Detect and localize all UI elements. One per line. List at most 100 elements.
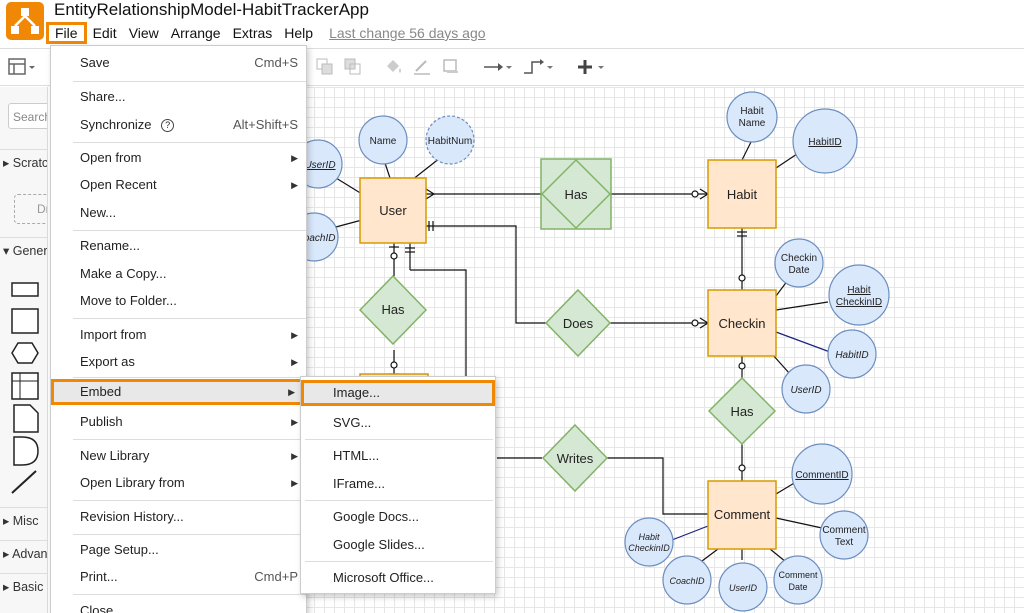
menu-item-rename[interactable]: Rename... (80, 238, 140, 253)
insert-plus-icon[interactable] (576, 58, 608, 76)
menu-item-print[interactable]: Print...Cmd+P (80, 569, 298, 584)
text-checkin-date-1: Checkin (781, 253, 817, 264)
menu-file[interactable]: File (46, 22, 87, 44)
label-has-3: Has (730, 404, 754, 419)
entity-habit[interactable] (707, 159, 777, 229)
attr-name[interactable] (358, 115, 408, 165)
text-habitnum: HabitNum (428, 136, 472, 147)
attr-checkin-habitid[interactable] (827, 329, 877, 379)
text-checkin-date-2: Date (788, 265, 810, 276)
connection-arrow-icon[interactable] (482, 58, 512, 76)
attr-comment-coachid[interactable] (662, 555, 712, 605)
text-comment-hc-2: CheckinID (628, 543, 670, 553)
text-commentid: CommentID (795, 470, 848, 481)
menu-separator (305, 500, 493, 501)
section-misc[interactable]: ▸ Misc (0, 507, 47, 535)
waypoints-icon[interactable] (522, 58, 554, 76)
relation-has-1[interactable] (540, 158, 612, 230)
menu-item-synchronize[interactable]: Synchronize ? Alt+Shift+S (80, 117, 298, 133)
menu-item-share[interactable]: Share... (80, 89, 126, 104)
menu-separator (73, 142, 306, 143)
attr-comment-userid[interactable] (718, 562, 768, 612)
menu-item-new[interactable]: New... (80, 205, 117, 220)
drawio-logo[interactable] (6, 2, 44, 40)
menu-item-close[interactable]: Close (80, 603, 114, 613)
attr-checkin-date[interactable] (774, 238, 824, 288)
attr-habitnum[interactable] (425, 115, 475, 165)
section-general[interactable]: ▾ General (0, 237, 47, 265)
last-change-link[interactable]: Last change 56 days ago (329, 25, 486, 41)
attr-coachid[interactable] (304, 212, 339, 262)
menu-item-open-library[interactable]: Open Library from▶ (51, 470, 306, 496)
label-comment: Comment (714, 507, 771, 522)
menu-view[interactable]: View (128, 25, 159, 41)
submenu-arrow-icon: ▶ (291, 180, 298, 190)
text-habitid: HabitID (808, 137, 841, 148)
section-basic[interactable]: ▸ Basic (0, 573, 47, 601)
attr-habit-name[interactable] (726, 91, 778, 143)
relation-has-2[interactable] (358, 274, 428, 346)
text-comment-hc-1: Habit (638, 532, 660, 542)
to-front-icon[interactable] (316, 58, 334, 76)
embed-google-docs[interactable]: Google Docs... (333, 509, 419, 524)
general-shapes[interactable] (8, 277, 48, 497)
attr-commentid[interactable] (791, 443, 853, 505)
line-color-icon[interactable] (412, 58, 432, 76)
embed-image[interactable]: Image... (301, 380, 495, 406)
entity-checkin[interactable] (707, 289, 777, 357)
format-panel-icon[interactable] (8, 58, 36, 76)
section-advanced[interactable]: ▸ Advanced (0, 540, 47, 568)
menu-extras[interactable]: Extras (232, 25, 273, 41)
attr-habit-checkinid[interactable] (828, 264, 890, 326)
embed-submenu: Image... SVG... HTML... IFrame... Google… (300, 376, 496, 594)
entity-user[interactable] (359, 177, 427, 244)
menu-item-open-recent[interactable]: Open Recent▶ (51, 172, 306, 198)
menu-item-export-as[interactable]: Export as▶ (51, 349, 306, 375)
fill-color-icon[interactable] (384, 58, 404, 76)
relation-does[interactable] (544, 288, 612, 358)
label-user: User (379, 203, 407, 218)
menu-item-revision-history[interactable]: Revision History... (80, 509, 184, 524)
attr-comment-habitcheckinid[interactable] (624, 517, 674, 567)
menu-item-move-folder[interactable]: Move to Folder... (80, 293, 177, 308)
menu-item-open-from[interactable]: Open from▶ (51, 145, 306, 171)
embed-svg[interactable]: SVG... (333, 415, 372, 430)
attr-checkin-userid[interactable] (781, 364, 831, 414)
help-icon[interactable]: ? (161, 119, 175, 133)
attr-habitid[interactable] (792, 108, 858, 174)
text-comment-date-1: Comment (778, 570, 818, 580)
menu-separator (73, 439, 306, 440)
menu-item-embed[interactable]: Embed▶ (51, 379, 306, 405)
embed-iframe[interactable]: IFrame... (333, 476, 386, 491)
text-userid: UserID (304, 160, 335, 171)
menu-item-new-library[interactable]: New Library▶ (51, 443, 306, 469)
to-back-icon[interactable] (344, 58, 362, 76)
text-hcid-2: CheckinID (836, 297, 882, 308)
section-scratchpad[interactable]: ▸ Scratch (0, 149, 47, 177)
attr-comment-text[interactable] (819, 510, 869, 560)
entity-comment[interactable] (707, 480, 777, 550)
attr-comment-date[interactable] (773, 555, 823, 605)
menu-edit[interactable]: Edit (92, 25, 117, 41)
shape-search-input[interactable]: Search (8, 103, 47, 129)
menu-item-publish[interactable]: Publish▶ (51, 409, 306, 435)
scratchpad-drop-zone[interactable]: Dr (14, 194, 47, 224)
shadow-icon[interactable] (442, 58, 462, 76)
embed-html[interactable]: HTML... (333, 448, 380, 463)
embed-microsoft-office[interactable]: Microsoft Office... (333, 570, 434, 585)
text-comment-date-2: Date (788, 582, 807, 592)
relation-writes[interactable] (541, 423, 609, 493)
menu-item-import-from[interactable]: Import from▶ (51, 322, 306, 348)
embed-google-slides[interactable]: Google Slides... (333, 537, 425, 552)
document-title[interactable]: EntityRelationshipModel-HabitTrackerApp (54, 0, 369, 19)
relation-has-3[interactable] (707, 376, 777, 446)
menu-item-page-setup[interactable]: Page Setup... (80, 542, 159, 557)
menu-arrange[interactable]: Arrange (170, 25, 221, 41)
menu-item-make-copy[interactable]: Make a Copy... (80, 266, 167, 281)
text-checkin-habitid: HabitID (835, 350, 868, 361)
attr-userid[interactable] (304, 139, 343, 189)
menu-help[interactable]: Help (284, 25, 314, 41)
